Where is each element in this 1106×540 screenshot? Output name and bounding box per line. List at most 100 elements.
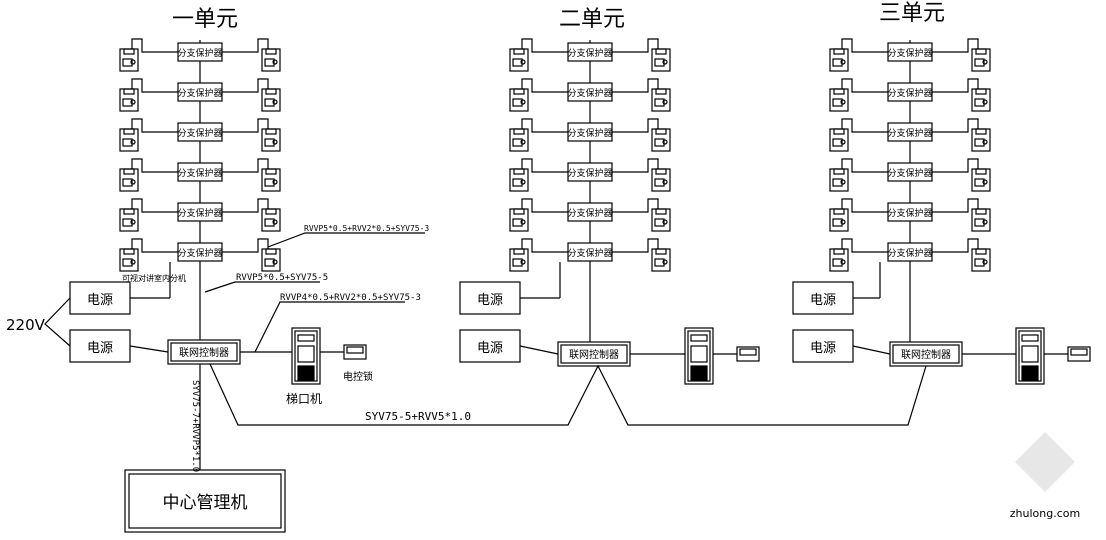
door-station-keypad: [690, 345, 708, 363]
phone-button: [982, 219, 988, 225]
phone-button: [272, 99, 278, 105]
wire: [932, 238, 979, 253]
door-station-speaker: [1021, 365, 1039, 381]
branch-protector-label: 分支保护器: [887, 207, 932, 219]
indoor-unit-right: [261, 88, 281, 112]
phone-top: [655, 128, 667, 135]
phone-handset: [974, 178, 985, 187]
phone-handset: [832, 58, 843, 67]
door-station-keypad: [297, 345, 315, 363]
branch-protector-label: 分支保护器: [567, 127, 612, 139]
indoor-unit-right: [651, 208, 671, 232]
network-controller-inner: [170, 342, 238, 362]
door-station-body: [1015, 327, 1045, 385]
indoor-unit-left: [829, 88, 849, 112]
branch-protector-label: 分支保护器: [177, 247, 222, 259]
door-station-icon: [684, 327, 714, 385]
phone-top: [975, 48, 987, 55]
indoor-unit-right: [971, 208, 991, 232]
indoor-unit-left: [119, 48, 139, 72]
indoor-unit-right: [261, 168, 281, 192]
phone-button: [840, 219, 846, 225]
electric-lock-inner: [346, 346, 364, 354]
wire: [521, 118, 568, 133]
phone-handset: [122, 138, 133, 147]
phone-top: [833, 208, 845, 215]
phone-button: [272, 219, 278, 225]
indoor-unit-right: [651, 248, 671, 272]
wire: [521, 78, 568, 93]
branch-protector-label: 分支保护器: [177, 127, 222, 139]
central-manager-label: 中心管理机: [163, 493, 248, 513]
phone-button: [662, 179, 668, 185]
wire: [521, 238, 568, 253]
phone-top: [265, 48, 277, 55]
phone-top: [975, 88, 987, 95]
phone-button: [520, 179, 526, 185]
phone-top: [513, 48, 525, 55]
phone-top: [655, 208, 667, 215]
center-cable-label: SYV75-7+RVVP5*1.0: [190, 380, 200, 472]
power-supply-label: 电源: [477, 341, 503, 356]
phone-handset: [654, 58, 665, 67]
indoor-unit-right: [971, 48, 991, 72]
phone-handset: [832, 258, 843, 267]
watermark-diamond: [1015, 432, 1075, 492]
door-station-speaker: [690, 365, 708, 381]
phone-top: [265, 168, 277, 175]
phone-handset: [974, 98, 985, 107]
electric-lock-label: 电控锁: [343, 370, 373, 383]
branch-protector-label: 分支保护器: [567, 207, 612, 219]
indoor-unit-right: [651, 48, 671, 72]
wire: [612, 198, 659, 213]
phone-handset: [122, 258, 133, 267]
phone-top: [833, 128, 845, 135]
door-station-body: [684, 327, 714, 385]
wire: [131, 78, 178, 93]
phone-button: [662, 219, 668, 225]
wire: [932, 118, 979, 133]
phone-button: [662, 59, 668, 65]
phone-button: [520, 219, 526, 225]
central-manager-inner: [128, 473, 282, 529]
branch-protector-label: 分支保护器: [177, 207, 222, 219]
phone-top: [975, 168, 987, 175]
phone-top: [265, 128, 277, 135]
unit-title: 一单元: [172, 7, 238, 32]
wire: [131, 158, 178, 173]
wire: [932, 78, 979, 93]
phone-top: [265, 208, 277, 215]
wire: [519, 345, 559, 355]
phone-top: [123, 128, 135, 135]
door-station-icon: [1015, 327, 1045, 385]
power-supply-label: 电源: [477, 293, 503, 308]
leader-line: [267, 232, 425, 248]
phone-handset: [832, 218, 843, 227]
watermark-text: zhulong.com: [1010, 507, 1080, 520]
indoor-unit-right: [261, 248, 281, 272]
branch-protector-label: 分支保护器: [567, 87, 612, 99]
watermark-logo: [1015, 432, 1075, 492]
phone-button: [662, 99, 668, 105]
branch-protector-label: 分支保护器: [567, 247, 612, 259]
phone-button: [840, 139, 846, 145]
indoor-unit-left: [509, 88, 529, 112]
indoor-unit-left: [829, 208, 849, 232]
indoor-unit-right: [971, 88, 991, 112]
phone-top: [975, 248, 987, 255]
indoor-unit-left: [509, 208, 529, 232]
phone-top: [265, 88, 277, 95]
indoor-unit-label: 可视对讲室内分机: [122, 273, 186, 283]
phone-top: [123, 248, 135, 255]
door-station-inner: [294, 330, 318, 382]
door-station-display: [297, 334, 315, 342]
phone-button: [840, 179, 846, 185]
phone-handset: [512, 218, 523, 227]
branch-protector-label: 分支保护器: [567, 47, 612, 59]
indoor-unit-left: [829, 48, 849, 72]
phone-top: [513, 208, 525, 215]
phone-handset: [974, 218, 985, 227]
phone-handset: [974, 138, 985, 147]
indoor-unit-left: [119, 88, 139, 112]
phone-button: [982, 59, 988, 65]
